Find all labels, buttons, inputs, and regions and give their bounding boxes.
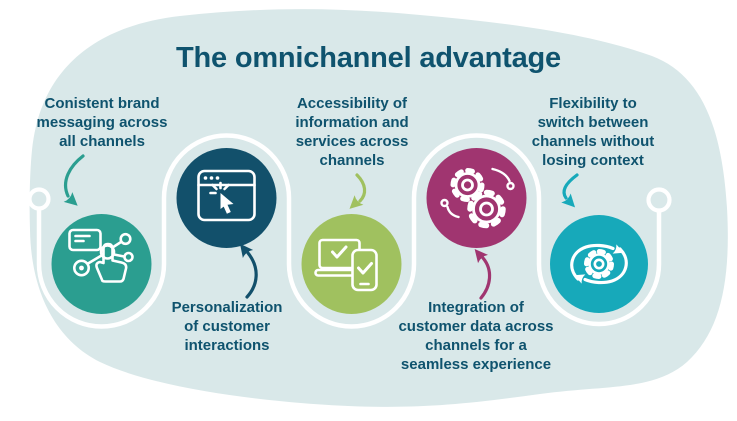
arrow-to-step-4: [474, 249, 492, 300]
integration-gears-icon: [440, 167, 515, 229]
browser-click-icon: [197, 169, 256, 222]
background-blob: [29, 9, 728, 407]
step-circle-5: [550, 215, 648, 313]
step-circle-1: [51, 214, 152, 314]
step-label-2: Personalization of customer interactions: [171, 299, 283, 354]
step-label-4: Integration of customer data across chan…: [398, 299, 554, 373]
path-end-node: [646, 187, 672, 213]
brand-messaging-icon: [68, 228, 134, 283]
page-title: The omnichannel advantage: [176, 42, 561, 74]
arrow-to-step-5: [561, 173, 579, 208]
step-label-5: Flexibility to switch between channels w…: [531, 95, 655, 169]
step-label-1: Conistent brand messaging across all cha…: [36, 95, 168, 150]
arrow-to-step-1: [63, 154, 85, 206]
devices-check-icon: [314, 238, 378, 292]
step-circle-2: [176, 148, 277, 248]
cycle-gear-icon: [570, 243, 628, 285]
step-label-3: Accessibility of information and service…: [295, 95, 409, 169]
arrow-to-step-3: [349, 173, 367, 209]
arrow-to-step-2: [239, 243, 258, 299]
journey-path: [36, 133, 662, 329]
